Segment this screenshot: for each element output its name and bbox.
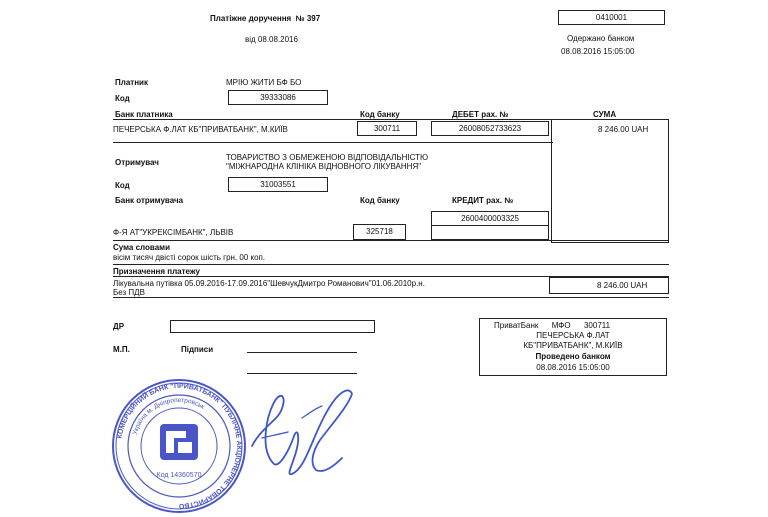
payer-section-divider <box>113 142 553 143</box>
recipient-name-line1: ТОВАРИСТВО З ОБМЕЖЕНОЮ ВІДПОВІДАЛЬНІСТЮ <box>226 153 429 162</box>
seal-code: Код 14360570 <box>157 472 202 479</box>
bank-stamp-bank: ПриватБанк <box>494 321 539 330</box>
bank-stamp-line1: ПриватБанк МФО 300711 <box>494 321 610 330</box>
received-datetime: 08.08.2016 15:05:00 <box>561 47 635 56</box>
recipient-name-line2: "МІЖНАРОДНА КЛІНІКА ВІДНОВНОГО ЛІКУВАННЯ… <box>226 162 422 171</box>
payer-code-label: Код <box>115 94 130 103</box>
recipient-bank-code-box: 325718 <box>353 224 406 240</box>
bank-seal: КОМЕРЦІЙНИЙ БАНК "ПРИВАТБАНК" ПУБЛІЧНЕ А… <box>112 379 246 513</box>
credit-account: 2600400003325 <box>461 214 519 223</box>
debit-account-box: 26008052733623 <box>431 121 549 136</box>
recipient-bank-code: 325718 <box>366 227 393 236</box>
recipient-bank-label: Банк отримувача <box>115 196 184 205</box>
purpose-label: Призначення платежу <box>113 267 201 276</box>
recipient-bank-code-label: Код банку <box>360 196 400 205</box>
seal-middle-ring <box>127 394 231 498</box>
credit-account-empty-box <box>431 225 549 240</box>
purpose-divider-bottom <box>113 297 669 298</box>
recipient-section-divider <box>113 240 669 241</box>
signature-line-1 <box>247 352 357 353</box>
document-number: № 397 <box>295 14 321 23</box>
purpose-line2: Без ПДВ <box>113 288 145 297</box>
payer-bank-code-box: 300711 <box>357 121 417 136</box>
payer-bank-label: Банк платника <box>115 110 173 119</box>
bank-stamp-processed-datetime: 08.08.2016 15:05:00 <box>536 363 610 372</box>
bank-stamp-mfo: 300711 <box>583 321 611 330</box>
mp-label: М.П. <box>113 345 130 354</box>
bank-stamp-line2: ПЕЧЕРСЬКА Ф.ЛАТ <box>536 331 610 340</box>
recipient-label: Отримувач <box>115 158 159 167</box>
bank-stamp-processed-label: Проведено банком <box>535 352 611 361</box>
recipient-code-box: 31003551 <box>228 177 328 192</box>
seal-outer-ring <box>112 379 246 513</box>
dr-label: ДР <box>113 322 125 331</box>
payer-name: МРІЮ ЖИТИ БФ БО <box>226 78 302 87</box>
handwritten-signature <box>251 389 353 476</box>
bank-stamp-mfo-label: МФО <box>551 321 571 330</box>
sum-box <box>551 119 669 243</box>
document-date: від 08.08.2016 <box>245 35 298 44</box>
document-title-text: Платіжне доручення <box>210 14 292 23</box>
payer-code: 39333086 <box>260 93 296 102</box>
document-title: Платіжне доручення № 397 <box>210 14 320 23</box>
credit-account-box: 2600400003325 <box>431 211 549 226</box>
signatures-label: Підписи <box>181 345 214 354</box>
debit-account: 26008052733623 <box>458 124 522 133</box>
debit-label: ДЕБЕТ рах. № <box>452 110 509 119</box>
bank-stamp <box>479 318 667 376</box>
payer-bank-name: ПЕЧЕРСЬКА Ф.ЛАТ КБ"ПРИВАТБАНК", М.КИЇВ <box>113 125 288 134</box>
privatbank-logo-icon <box>160 424 198 460</box>
amount-words: вісім тисяч двісті сорок шість грн. 00 к… <box>113 253 266 262</box>
recipient-code: 31003551 <box>260 180 296 189</box>
signature-line-2 <box>247 373 357 374</box>
purpose-sum: 8 246.00 UAH <box>597 281 648 290</box>
form-code-box: 0410001 <box>558 10 665 25</box>
sum-label: СУМА <box>593 110 617 119</box>
purpose-divider-top <box>113 276 669 277</box>
purpose-sum-box <box>549 277 669 294</box>
seal-inner-ring <box>140 407 218 485</box>
dr-field <box>170 320 375 333</box>
seal-outer-ring-inner <box>115 382 243 510</box>
payer-label: Платник <box>115 78 148 87</box>
form-code: 0410001 <box>595 13 628 22</box>
amount-words-divider <box>113 264 669 265</box>
payer-bank-code: 300711 <box>373 124 401 133</box>
credit-label: КРЕДИТ рах. № <box>452 196 514 205</box>
amount-words-label: Сума словами <box>113 243 171 252</box>
purpose-line1: Лікувальна путівка 05.09.2016-17.09.2016… <box>113 279 425 288</box>
payer-bank-divider <box>113 119 553 120</box>
received-label: Одержано банком <box>567 34 635 43</box>
payer-sum: 8 246.00 UAH <box>598 125 649 134</box>
payer-bank-code-label: Код банку <box>360 110 400 119</box>
recipient-bank-name: Ф-Я АТ"УКРЕКСІМБАНК", ЛЬВІВ <box>113 228 234 237</box>
recipient-code-label: Код <box>115 181 130 190</box>
bank-stamp-line3: КБ"ПРИВАТБАНК", М.КИЇВ <box>523 341 623 350</box>
payer-code-box: 39333086 <box>228 90 328 105</box>
